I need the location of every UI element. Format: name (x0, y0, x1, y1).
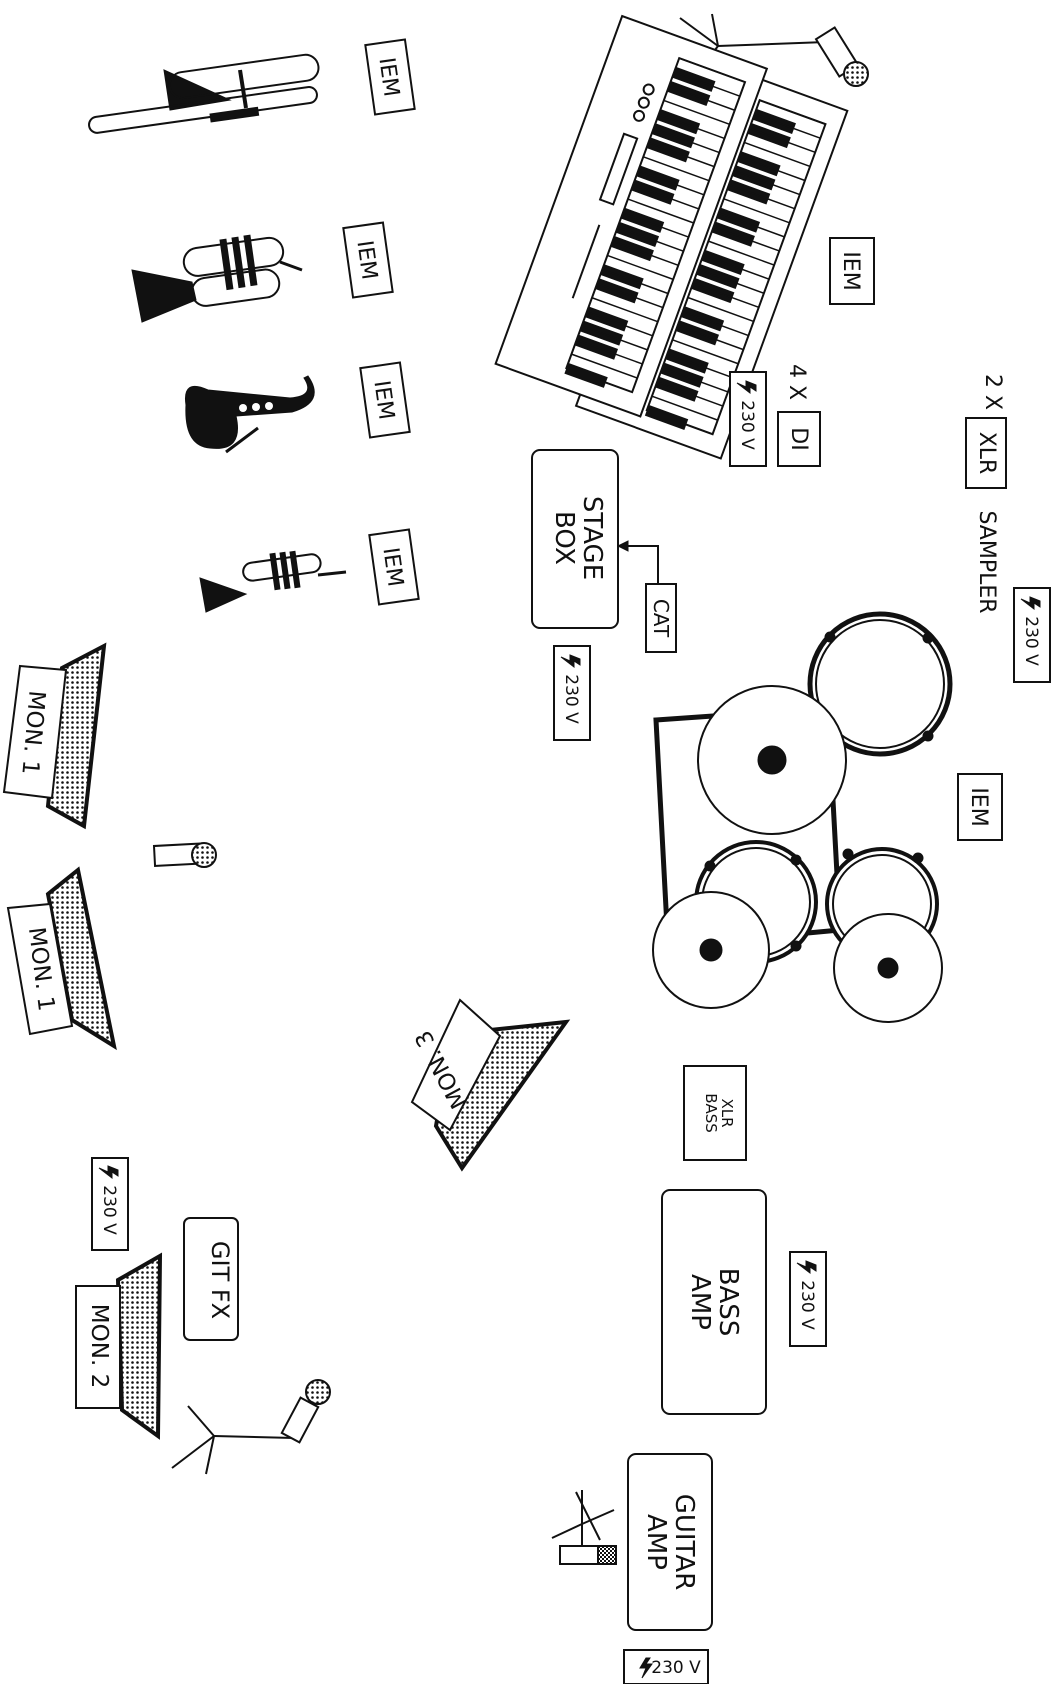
svg-text:230 V: 230 V (99, 1185, 119, 1235)
svg-text:230 V: 230 V (737, 400, 757, 450)
power-outlet-box: 230 V (92, 1158, 128, 1250)
cat-cable-link: CAT (618, 541, 676, 652)
git-fx-box: GIT FX (184, 1218, 238, 1340)
iem-tag: IEM (360, 363, 409, 438)
svg-text:MON. 2: MON. 2 (86, 1304, 112, 1388)
iem-tag: IEM (369, 530, 418, 605)
monitor-wedge-icon: MON. 1 (8, 870, 114, 1046)
saxophone-icon (185, 376, 314, 452)
trombone-icon (88, 53, 320, 134)
power-outlet-box: 230 V (1014, 588, 1050, 682)
stage-box: STAGE BOX (532, 450, 618, 628)
svg-text:AMP: AMP (641, 1514, 671, 1570)
di-box: DI (778, 412, 820, 466)
svg-text:BOX: BOX (549, 511, 579, 565)
svg-text:230 V: 230 V (651, 1658, 701, 1678)
svg-text:230 V: 230 V (1021, 616, 1041, 666)
iem-tag: IEM (365, 40, 414, 115)
power-outlet-box: 230 V (554, 646, 590, 740)
svg-text:230 V: 230 V (561, 674, 581, 724)
xlr-box: XLR (966, 418, 1006, 488)
svg-text:IEM: IEM (966, 787, 991, 826)
mic-stand-icon (552, 1490, 616, 1564)
xlr-count-label: 2 X (980, 374, 1005, 410)
svg-text:BASS: BASS (702, 1093, 720, 1133)
xlr-bass-box: XLR BASS (684, 1066, 746, 1160)
svg-text:STAGE: STAGE (577, 496, 607, 580)
svg-text:BASS: BASS (713, 1268, 743, 1337)
di-count-label: 4 X (784, 364, 809, 400)
guitar-amp-box: GUITAR AMP (628, 1454, 712, 1630)
power-outlet-box: 230 V (624, 1650, 708, 1684)
power-outlet-box: 230 V (790, 1252, 826, 1346)
svg-text:XLR: XLR (974, 432, 999, 475)
svg-text:CAT: CAT (649, 599, 673, 638)
mic-stand-icon (172, 1380, 330, 1474)
svg-text:IEM: IEM (838, 251, 863, 290)
svg-text:AMP: AMP (685, 1274, 715, 1330)
iem-tag: IEM (830, 238, 874, 304)
power-outlet-box: 230 V (730, 372, 766, 466)
small-trumpet-icon (200, 551, 346, 612)
svg-text:GIT FX: GIT FX (206, 1241, 234, 1319)
monitor-wedge-icon: MON. 3 (411, 1000, 566, 1168)
drum-kit-icon (653, 614, 950, 1022)
monitor-wedge-icon: MON. 1 (4, 646, 104, 826)
bass-amp-box: BASS AMP (662, 1190, 766, 1414)
svg-text:DI: DI (786, 427, 811, 450)
microphone-icon (154, 843, 216, 867)
iem-tag: IEM (343, 223, 392, 298)
svg-text:230 V: 230 V (797, 1280, 817, 1330)
trumpet-icon (132, 235, 302, 322)
sampler-label: SAMPLER (974, 510, 999, 613)
monitor-wedge-icon: MON. 2 (76, 1256, 160, 1436)
svg-text:GUITAR: GUITAR (669, 1494, 699, 1591)
iem-tag: IEM (958, 774, 1002, 840)
